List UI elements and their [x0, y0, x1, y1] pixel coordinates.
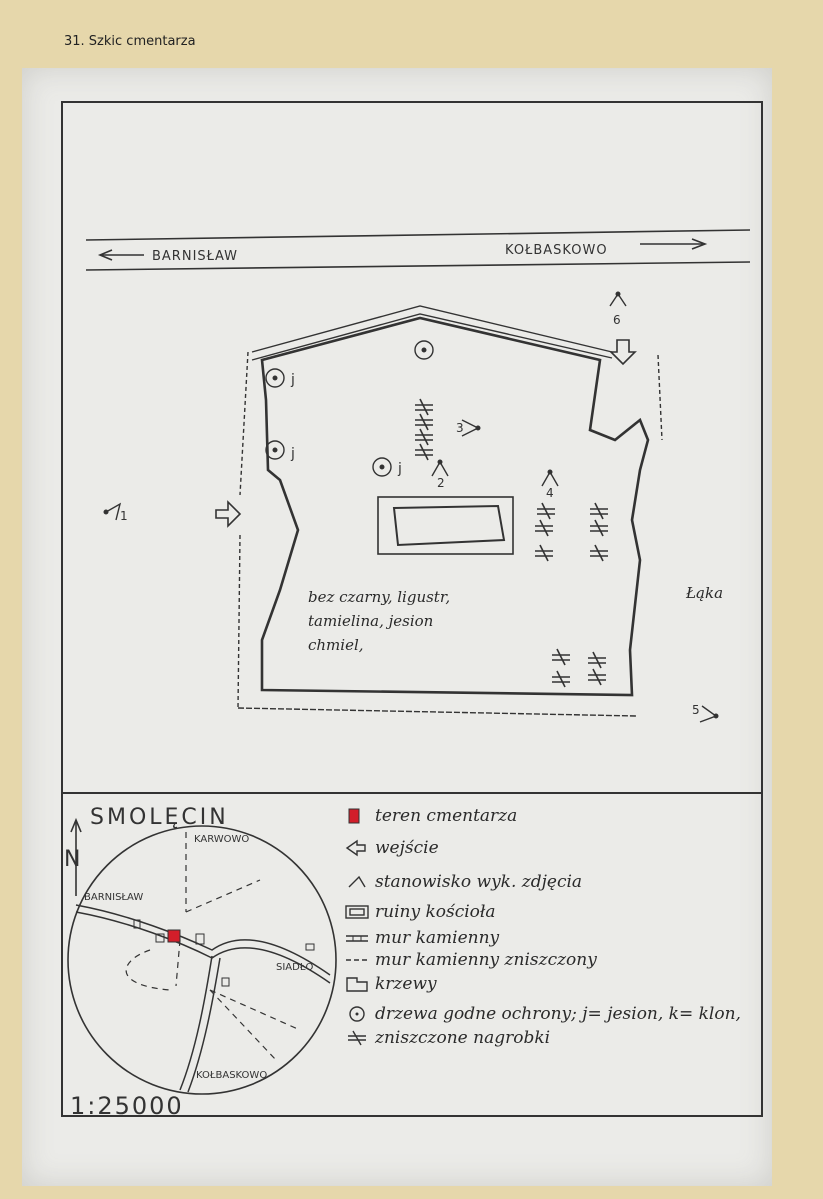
- legend-label: zniszczone nagrobki: [375, 1028, 551, 1048]
- viewpoint-label: 6: [613, 313, 621, 327]
- inset-paths: [125, 832, 301, 1061]
- viewpoint-label: 5: [692, 703, 700, 717]
- cemetery-area-icon: [167, 929, 181, 943]
- protected-trees: [265, 340, 434, 477]
- shrubs-icon: [345, 975, 369, 993]
- legend-item-stone-wall: mur kamienny: [345, 928, 499, 948]
- legend-label: wejście: [375, 838, 439, 858]
- legend-label: stanowisko wyk. zdjęcia: [375, 872, 583, 892]
- entrance-arrow-icon: [215, 500, 242, 528]
- inset-buildings: [133, 919, 315, 987]
- viewpoint-label: 4: [546, 486, 554, 500]
- legend-label: drzewa godne ochrony; j= jesion, k= klon…: [375, 1004, 741, 1024]
- church-ruins: [377, 496, 514, 555]
- legend-item-entrance: wejście: [345, 838, 439, 858]
- vegetation-note-line: tamielina, jesion: [308, 612, 433, 630]
- legend-item-shrubs: krzewy: [345, 974, 437, 994]
- entrance-arrow-icon: [609, 339, 637, 366]
- legend-label: teren cmentarza: [375, 806, 518, 826]
- map-frame: [61, 101, 763, 1117]
- legend-label: mur kamienny zniszczony: [375, 950, 597, 970]
- inset-circle: [67, 825, 337, 1095]
- legend-item-gravestones: zniszczone nagrobki: [345, 1028, 550, 1048]
- vegetation-note-line: bez czarny, ligustr,: [308, 588, 450, 606]
- destroyed-gravestones: [415, 398, 608, 688]
- map-scale: 1:25000: [70, 1092, 184, 1120]
- place-label: KOŁBASKOWO: [196, 1070, 267, 1081]
- viewpoint-icon: [345, 873, 369, 891]
- gravestone-icon: [345, 1029, 369, 1047]
- legend-item-church-ruins: ruiny kościoła: [345, 902, 496, 922]
- road-label-left: BARNISŁAW: [152, 249, 238, 264]
- drawing-sheet: [22, 68, 772, 1186]
- viewpoint-label: 2: [437, 476, 445, 490]
- inset-roads: [75, 904, 331, 1093]
- place-label: KARWOWO: [194, 834, 249, 845]
- entrance-arrow-icon: [345, 839, 369, 857]
- legend-item-cemetery: teren cmentarza: [345, 806, 517, 826]
- viewpoint-label: 1: [120, 509, 128, 523]
- cemetery-area-icon: [345, 807, 369, 825]
- destroyed-wall-icon: [345, 951, 369, 969]
- stone-wall: [237, 305, 663, 717]
- viewpoint-icon: [103, 291, 719, 723]
- legend-item-trees: drzewa godne ochrony; j= jesion, k= klon…: [345, 1004, 741, 1024]
- tree-label-j: j: [290, 446, 295, 462]
- stone-wall-icon: [345, 929, 369, 947]
- road-label-right: KOŁBASKOWO: [505, 243, 608, 258]
- church-ruins-icon: [345, 903, 369, 921]
- tree-label-j: j: [397, 461, 402, 477]
- legend-label: mur kamienny: [375, 928, 500, 948]
- road: [85, 229, 751, 271]
- place-label: BARNISŁAW: [84, 892, 143, 903]
- cemetery-boundary: [260, 316, 650, 697]
- legend-label: ruiny kościoła: [375, 902, 496, 922]
- north-label: N: [64, 847, 80, 872]
- place-label: SIADŁO: [276, 962, 313, 973]
- page-title: 31. Szkic cmentarza: [64, 34, 196, 49]
- north-arrow: [70, 817, 82, 896]
- tree-label-j: j: [290, 372, 295, 388]
- vegetation-note-line: chmiel,: [308, 636, 364, 654]
- meadow-label: Łąka: [685, 584, 723, 602]
- legend-item-viewpoint: stanowisko wyk. zdjęcia: [345, 872, 582, 892]
- viewpoint-label: 3: [456, 421, 464, 435]
- legend-label: krzewy: [375, 974, 437, 994]
- legend-item-destroyed-wall: mur kamienny zniszczony: [345, 950, 597, 970]
- tree-circle-icon: [345, 1005, 369, 1023]
